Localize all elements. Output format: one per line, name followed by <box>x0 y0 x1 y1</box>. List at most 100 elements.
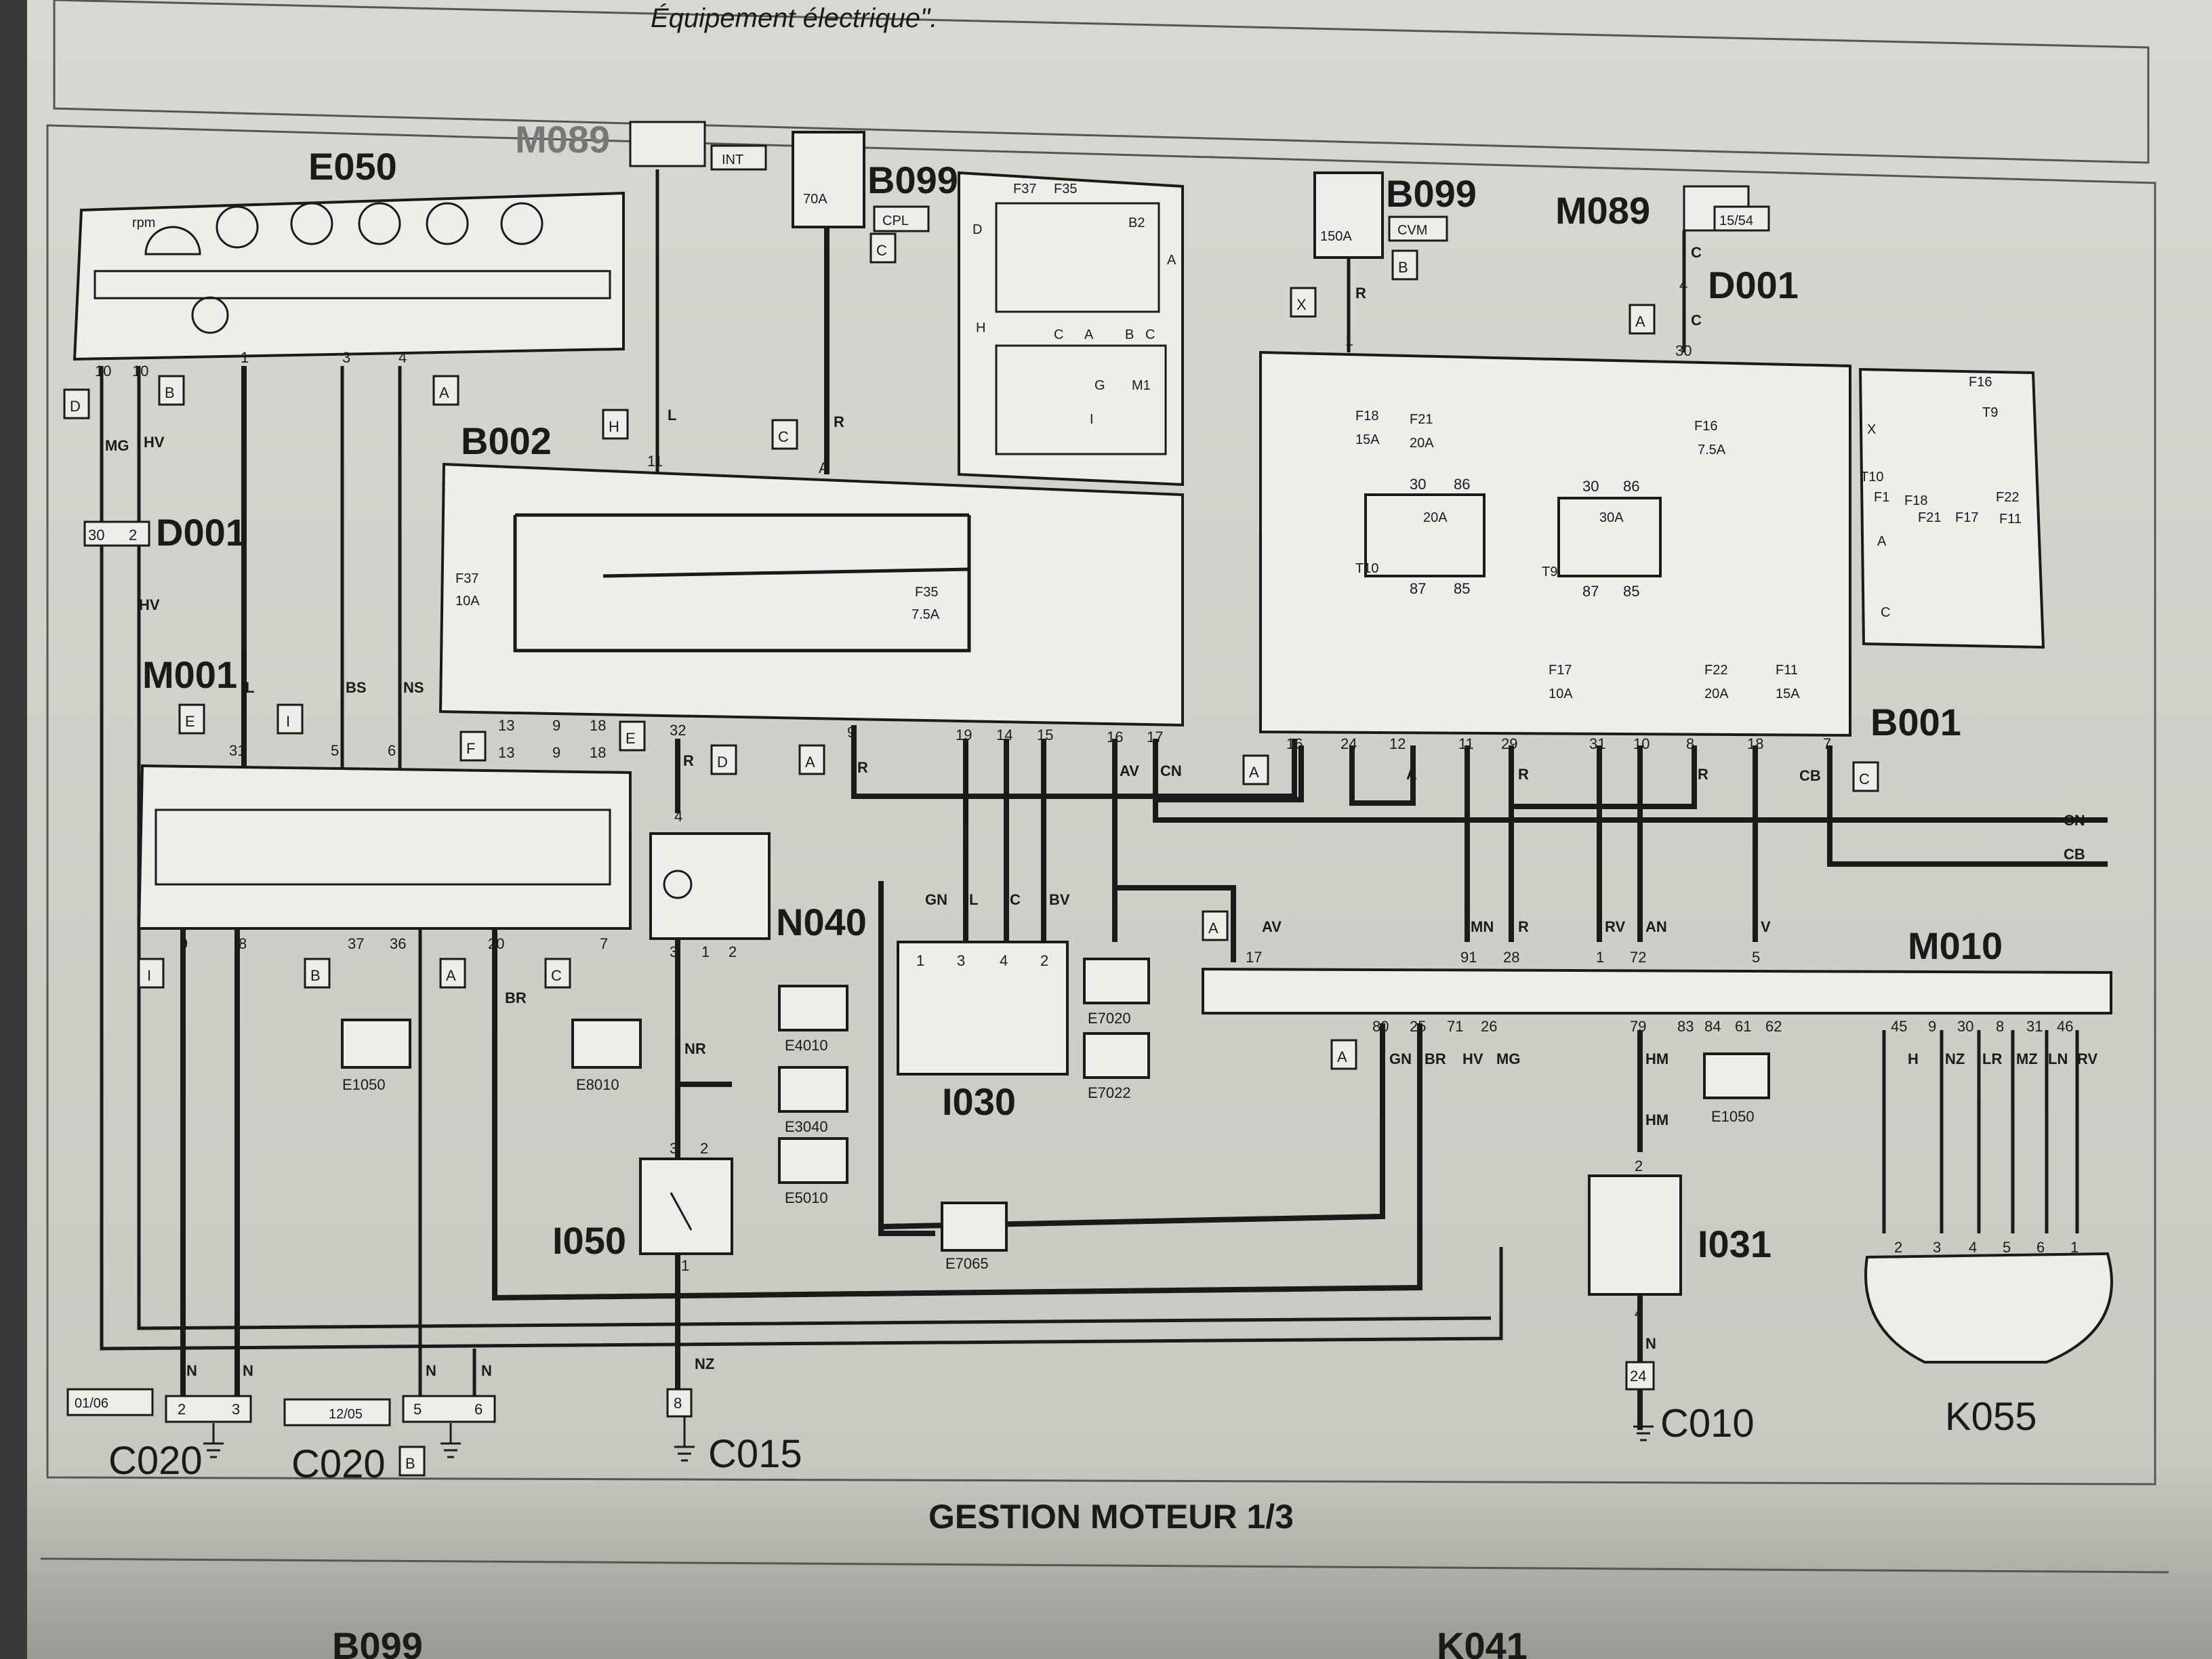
b099-left-label: B099 <box>867 159 958 201</box>
svg-text:F16: F16 <box>1694 419 1717 434</box>
svg-text:16: 16 <box>1107 729 1123 745</box>
e050-cluster: E050 rpm <box>73 145 625 361</box>
svg-text:MZ: MZ <box>2016 1050 2038 1067</box>
brake-icon <box>1083 958 1150 1004</box>
svg-text:3: 3 <box>342 349 350 366</box>
svg-text:N: N <box>1645 1335 1656 1352</box>
c020-a-label: C020 <box>108 1439 203 1483</box>
warning-lamp-icon <box>426 202 469 245</box>
rpm-label: rpm <box>132 216 155 230</box>
svg-text:X: X <box>1296 296 1307 313</box>
e8010-label: E8010 <box>576 1076 619 1093</box>
svg-text:F35: F35 <box>1054 182 1077 197</box>
laptop-icon <box>571 1019 642 1069</box>
svg-text:T9: T9 <box>1542 565 1557 579</box>
seat-icon <box>778 1137 848 1184</box>
d001-left: 30 2 D001 <box>83 511 247 554</box>
svg-text:7.5A: 7.5A <box>912 607 940 622</box>
svg-text:15A: 15A <box>1776 687 1800 701</box>
svg-text:85: 85 <box>1454 580 1470 597</box>
svg-text:CB: CB <box>2064 846 2085 863</box>
svg-text:61: 61 <box>1735 1018 1751 1035</box>
svg-text:F21: F21 <box>1410 412 1433 427</box>
cpl-tag: CPL <box>882 213 909 228</box>
svg-text:C: C <box>1691 312 1702 329</box>
svg-text:8: 8 <box>1996 1018 2004 1035</box>
svg-text:37: 37 <box>348 935 364 952</box>
m089-top-label: M089 <box>515 118 610 161</box>
svg-text:HV: HV <box>144 434 165 451</box>
fuse-150a: 150A <box>1320 229 1352 244</box>
ground-icon <box>441 1423 461 1458</box>
svg-text:28: 28 <box>1503 949 1519 966</box>
svg-text:25: 25 <box>1410 1018 1426 1035</box>
svg-text:L: L <box>969 891 978 908</box>
svg-text:7: 7 <box>600 935 608 952</box>
svg-text:A: A <box>1406 766 1417 783</box>
svg-text:17: 17 <box>1246 949 1262 966</box>
svg-text:HM: HM <box>1645 1050 1668 1067</box>
svg-text:2: 2 <box>178 1401 186 1418</box>
e4010-label: E4010 <box>785 1037 828 1054</box>
svg-text:31: 31 <box>1589 735 1605 752</box>
svg-text:E: E <box>626 730 636 747</box>
d001-right-label: D001 <box>1708 264 1799 306</box>
bottom-cut-label: B099 <box>332 1624 423 1659</box>
svg-text:5: 5 <box>1752 949 1760 966</box>
svg-text:11: 11 <box>647 453 663 470</box>
svg-text:V: V <box>1761 918 1771 935</box>
ground-connectors-left: 01/06 2 3 C020 12/05 5 6 C020 8 C015 <box>66 1388 802 1486</box>
c010-label: C010 <box>1660 1401 1755 1446</box>
svg-text:30: 30 <box>1675 342 1692 359</box>
header-text: Équipement électrique". <box>651 3 937 33</box>
svg-text:31: 31 <box>2026 1018 2043 1035</box>
svg-text:CB: CB <box>1799 767 1821 784</box>
warning-lamp-icon <box>216 205 259 249</box>
svg-text:9: 9 <box>1928 1018 1936 1035</box>
b001-box: B001 F18 15A F21 20A F16 7.5A F17 10A F2… <box>1259 350 1961 743</box>
wires-right <box>1155 230 2108 1430</box>
svg-text:F21: F21 <box>1918 510 1941 525</box>
svg-text:3: 3 <box>670 1140 678 1157</box>
svg-text:62: 62 <box>1765 1018 1782 1035</box>
warning-lamp-icon <box>358 202 401 245</box>
svg-text:20A: 20A <box>1423 510 1448 525</box>
transmission-icon <box>941 1202 1008 1252</box>
bottom-frame <box>40 1557 2169 1574</box>
ground-icon <box>674 1416 695 1462</box>
svg-text:NS: NS <box>403 679 424 696</box>
svg-text:F17: F17 <box>1549 663 1572 678</box>
svg-text:A: A <box>819 459 829 476</box>
svg-text:N: N <box>186 1362 197 1379</box>
e7020-label: E7020 <box>1088 1010 1131 1027</box>
svg-text:1: 1 <box>241 349 249 366</box>
m010-box: M010 <box>1202 924 2112 1015</box>
svg-text:30: 30 <box>1410 476 1426 493</box>
svg-text:10: 10 <box>132 363 148 380</box>
svg-text:8: 8 <box>1686 735 1694 752</box>
svg-text:T9: T9 <box>1982 405 1998 420</box>
svg-text:A: A <box>1208 920 1218 937</box>
svg-text:C: C <box>1881 605 1890 620</box>
svg-text:83: 83 <box>1677 1018 1694 1035</box>
d001-left-label: D001 <box>156 511 247 554</box>
svg-text:45: 45 <box>1891 1018 1907 1035</box>
svg-text:10: 10 <box>95 363 111 380</box>
svg-text:17: 17 <box>1147 729 1163 745</box>
svg-text:87: 87 <box>1582 583 1599 600</box>
m089-right-label: M089 <box>1555 189 1650 232</box>
svg-text:F22: F22 <box>1704 663 1727 678</box>
i031-box: I031 24 C010 <box>1588 1174 1771 1446</box>
svg-text:24: 24 <box>1630 1368 1646 1385</box>
svg-text:B: B <box>405 1455 415 1472</box>
svg-text:2: 2 <box>1894 1239 1902 1256</box>
svg-text:F35: F35 <box>915 585 938 600</box>
svg-text:N: N <box>481 1362 492 1379</box>
svg-text:1: 1 <box>701 943 710 960</box>
svg-text:F11: F11 <box>1999 512 2022 527</box>
e7022-label: E7022 <box>1088 1084 1131 1101</box>
m001-label: M001 <box>142 653 237 696</box>
svg-text:91: 91 <box>1460 949 1477 966</box>
svg-text:80: 80 <box>1372 1018 1389 1035</box>
svg-text:18: 18 <box>590 744 606 761</box>
